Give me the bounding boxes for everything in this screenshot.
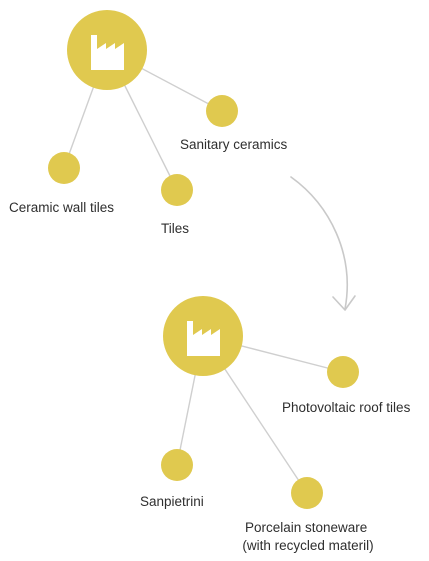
curved-arrow-icon: [290, 176, 356, 311]
cluster-bottom: Photovoltaic roof tiles Sanpietrini Porc…: [140, 296, 411, 553]
label-photovoltaic-roof-tiles: Photovoltaic roof tiles: [282, 400, 411, 415]
label-tiles: Tiles: [161, 221, 189, 236]
label-sanpietrini: Sanpietrini: [140, 494, 204, 509]
child-node: [161, 449, 193, 481]
child-node: [161, 174, 193, 206]
child-node: [48, 152, 80, 184]
factory-icon: [91, 35, 124, 70]
child-node: [206, 95, 238, 127]
child-node: [327, 356, 359, 388]
factory-icon: [187, 321, 220, 356]
label-porcelain-stoneware: Porcelain stoneware (with recycled mater…: [242, 520, 373, 553]
child-node: [291, 477, 323, 509]
label-sanitary-ceramics: Sanitary ceramics: [180, 137, 288, 152]
label-ceramic-wall-tiles: Ceramic wall tiles: [9, 200, 114, 215]
cluster-top: Sanitary ceramics Ceramic wall tiles Til…: [9, 10, 288, 236]
